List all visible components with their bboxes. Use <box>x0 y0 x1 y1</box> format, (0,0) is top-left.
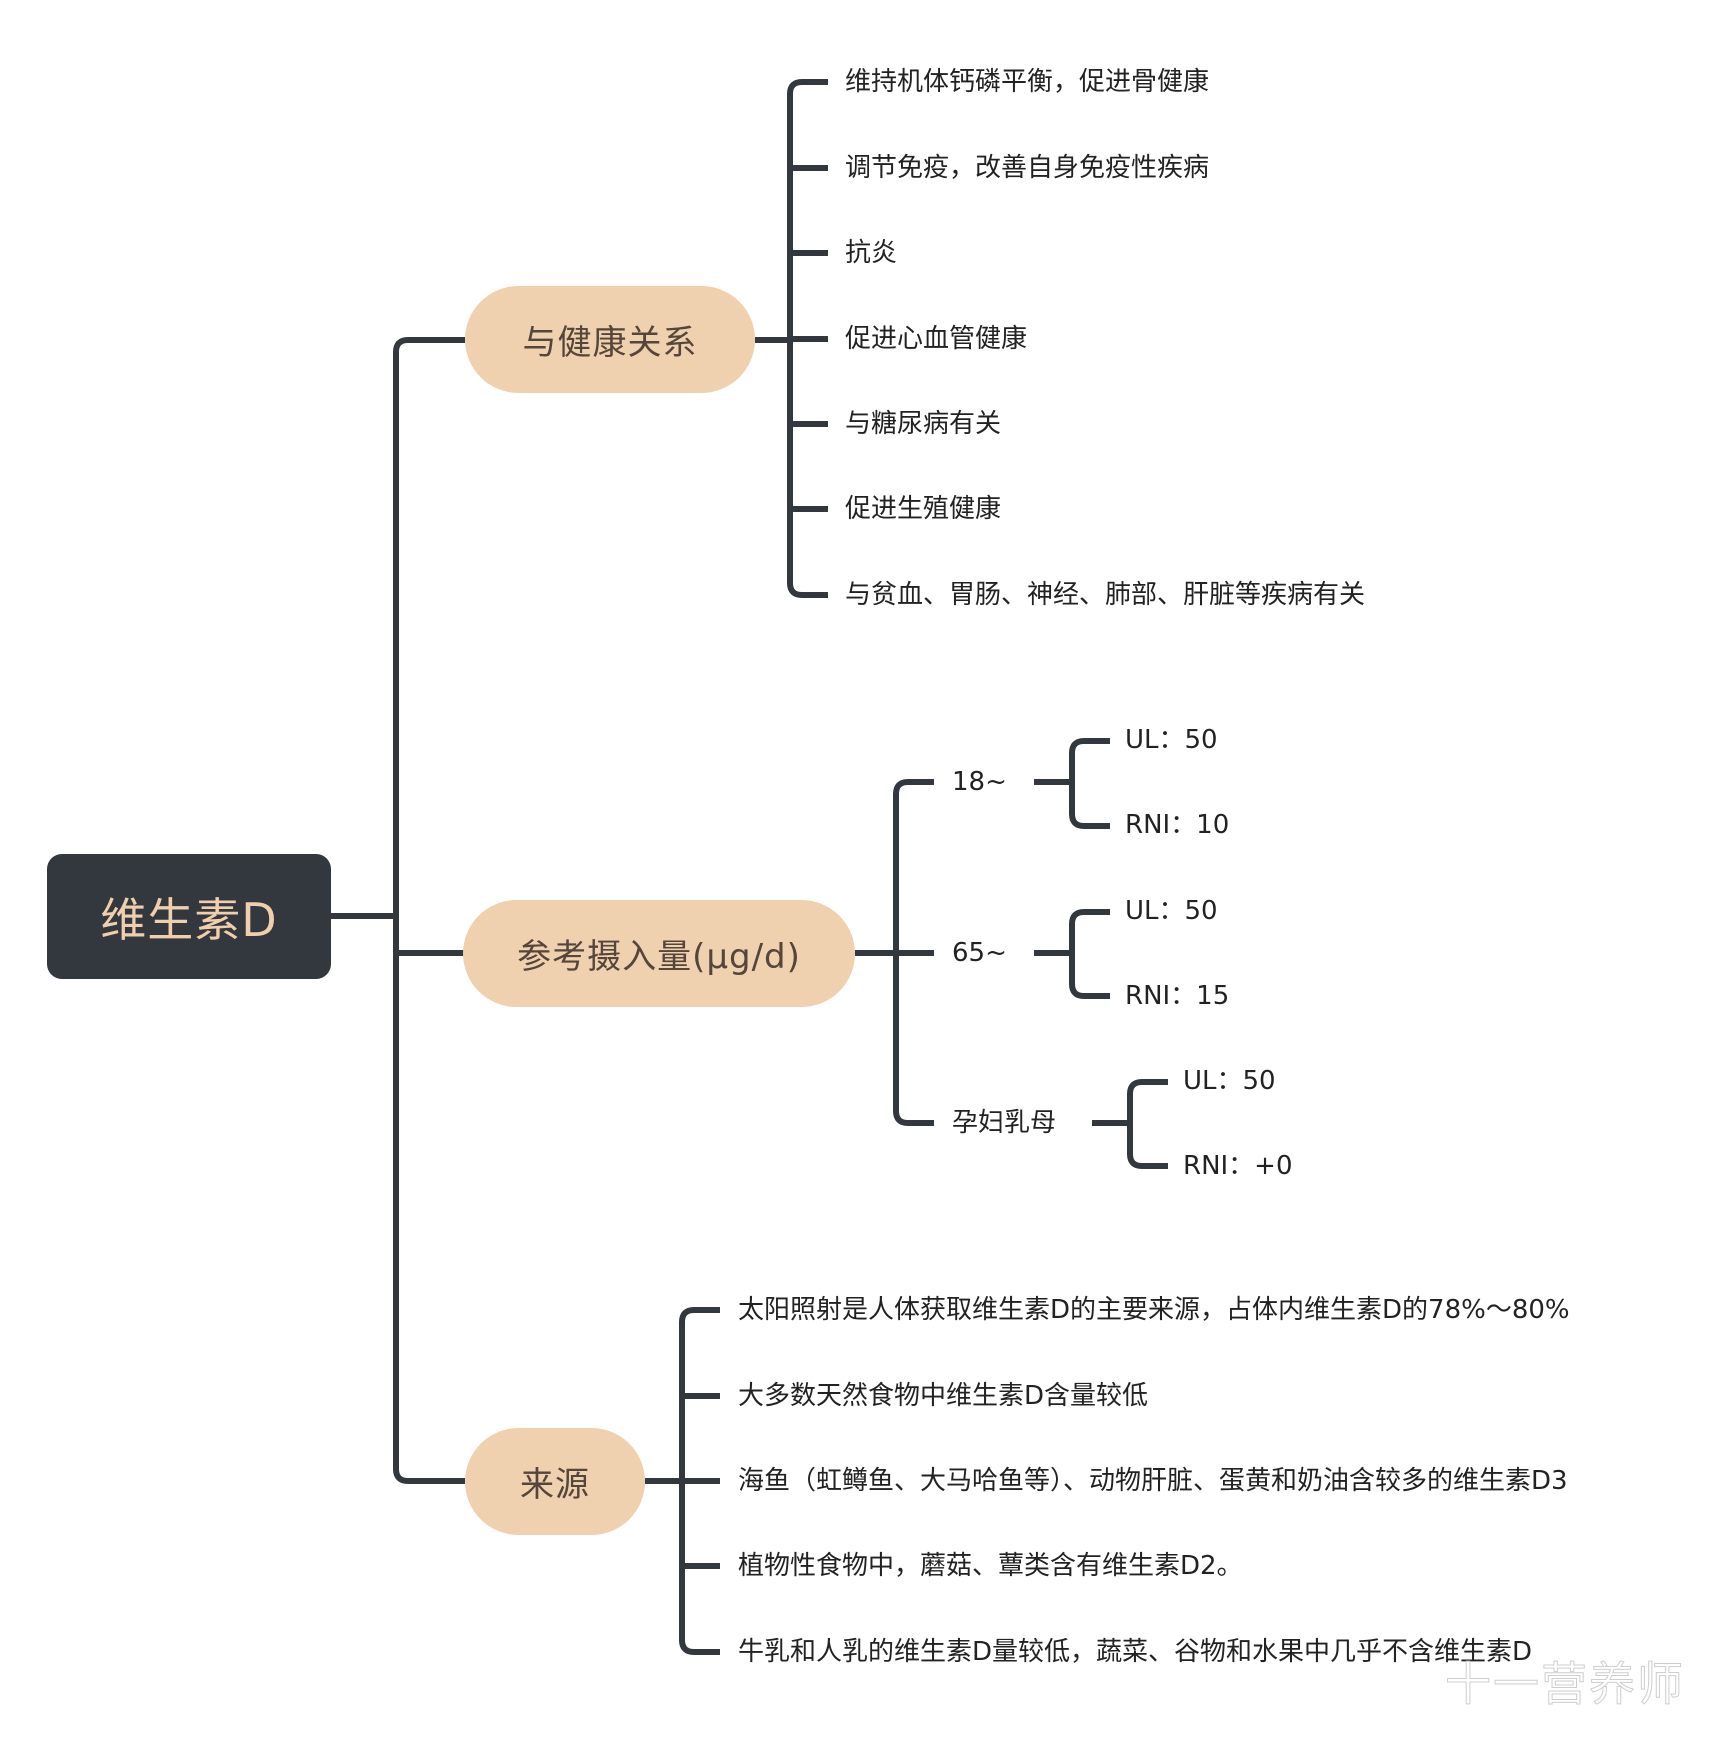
intake-18-rni[interactable]: RNI：10 <box>1125 810 1230 840</box>
leaf-health-2[interactable]: 调节免疫，改善自身免疫性疾病 <box>845 153 1210 183</box>
intake-connector-edge-0 <box>893 779 934 795</box>
intake-group-65[interactable]: 65~ <box>952 938 1007 968</box>
intake-18-ul[interactable]: UL：50 <box>1125 725 1218 755</box>
leaf-health-6[interactable]: 促进生殖健康 <box>845 494 1002 524</box>
intake-group-pregnant-lactating[interactable]: 孕妇乳母 <box>952 1108 1057 1138</box>
intake-pregnant-connector-edge-1 <box>1127 1153 1168 1169</box>
root-node[interactable]: 维生素D <box>47 854 331 979</box>
intake-65-connector-edge-0 <box>1069 909 1110 925</box>
health-connector-edge-0 <box>787 79 828 95</box>
intake-65-ul[interactable]: UL：50 <box>1125 896 1218 926</box>
leaf-source-2[interactable]: 大多数天然食物中维生素D含量较低 <box>738 1381 1149 1411</box>
leaf-health-4[interactable]: 促进心血管健康 <box>845 324 1028 354</box>
intake-pregnant-ul[interactable]: UL：50 <box>1183 1066 1276 1096</box>
leaf-health-5[interactable]: 与糖尿病有关 <box>845 409 1002 439</box>
intake-18-connector-edge-0 <box>1069 738 1110 754</box>
branch-label: 来源 <box>520 1465 590 1505</box>
leaf-source-3[interactable]: 海鱼（虹鳟鱼、大马哈鱼等）、动物肝脏、蛋黄和奶油含较多的维生素D3 <box>738 1466 1568 1496</box>
leaf-health-1[interactable]: 维持机体钙磷平衡，促进骨健康 <box>845 67 1210 97</box>
health-connector-edge-6 <box>787 582 828 598</box>
intake-65-connector-edge-1 <box>1069 983 1110 999</box>
intake-group-18[interactable]: 18~ <box>952 767 1007 797</box>
leaf-source-5[interactable]: 牛乳和人乳的维生素D量较低，蔬菜、谷物和水果中几乎不含维生素D <box>738 1637 1533 1667</box>
branch-health-relation[interactable]: 与健康关系 <box>465 286 755 393</box>
branch-sources[interactable]: 来源 <box>465 1428 645 1535</box>
intake-65-rni[interactable]: RNI：15 <box>1125 981 1230 1011</box>
branch-label: 与健康关系 <box>522 323 698 363</box>
leaf-source-4[interactable]: 植物性食物中，蘑菇、蕈类含有维生素D2。 <box>738 1551 1243 1581</box>
leaf-source-1[interactable]: 太阳照射是人体获取维生素D的主要来源，占体内维生素D的78%～80% <box>738 1295 1570 1325</box>
branch-reference-intake[interactable]: 参考摄入量(μg/d) <box>463 900 855 1007</box>
root-connector-edge-2 <box>393 1468 465 1484</box>
branch-label: 参考摄入量(μg/d) <box>517 937 801 977</box>
watermark-text: 十一营养师 <box>1445 1657 1685 1712</box>
sources-connector-edge-4 <box>679 1639 720 1655</box>
root-label: 维生素D <box>100 892 278 947</box>
intake-pregnant-rni[interactable]: RNI：+0 <box>1183 1151 1293 1181</box>
leaf-health-7[interactable]: 与贫血、胃肠、神经、肺部、肝脏等疾病有关 <box>845 580 1366 610</box>
intake-connector-edge-2 <box>893 1110 934 1126</box>
intake-18-connector-edge-1 <box>1069 813 1110 829</box>
leaf-health-3[interactable]: 抗炎 <box>845 238 898 268</box>
intake-pregnant-connector-edge-0 <box>1127 1079 1168 1095</box>
sources-connector-edge-0 <box>679 1307 720 1323</box>
root-connector-edge-0 <box>393 337 465 353</box>
